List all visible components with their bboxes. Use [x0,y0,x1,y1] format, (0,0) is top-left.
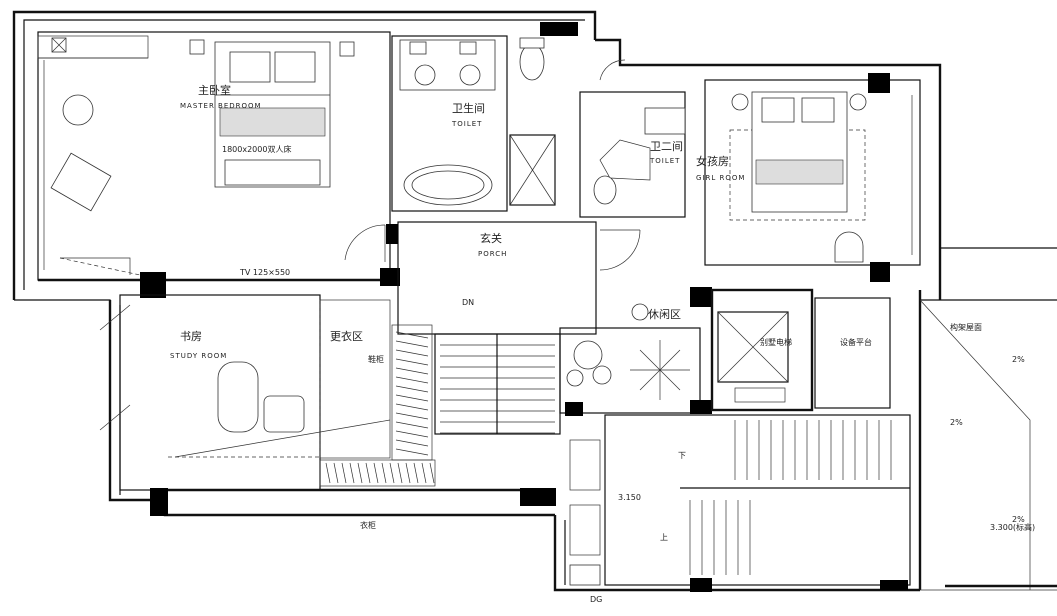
star-plant [630,340,690,400]
stair-tread [421,462,427,484]
label-roof: 构架屋面 [950,322,982,332]
wardrobe-area [174,299,436,487]
label-down: 下 [678,451,686,460]
label-up: 上 [660,533,668,542]
label-cabinet: 衣柜 [360,520,376,530]
armchair [50,152,112,212]
desk-chair [834,231,864,263]
master-bathroom [391,22,578,212]
shoe-cabinet [391,324,433,461]
label-tv: TV 125×550 [239,268,290,277]
label-elevator: 别墅电梯 [760,337,792,347]
label-shoe: 鞋柜 [368,354,384,364]
label-level-2: 3.300(标高) [990,522,1035,532]
stair-tread [389,462,395,484]
label-wardrobe: 更衣区 [330,329,363,343]
label-bath2-en: TOILET [649,157,680,165]
stair-tread [395,358,429,366]
roof-area [919,247,1057,591]
stair-tread [395,385,429,393]
stair-tread [341,462,347,484]
stair-tread [395,403,429,411]
stair-tread [395,340,429,348]
study-chair [263,395,305,433]
label-master-bed: 1800x2000双人床 [222,144,291,154]
label-bath2: 卫二间 [650,140,683,153]
master-bed [214,41,331,188]
label-master-bath-en: TOILET [451,120,482,128]
stair-tread [395,430,429,438]
shower [509,134,556,206]
stairs-center [434,333,561,435]
label-dg: DG [590,595,602,604]
porch [386,221,641,335]
label-equipment: 设备平台 [840,337,872,347]
stair-tread [413,462,419,484]
master-bedroom [37,31,400,298]
toilet-master [519,43,545,81]
label-slope-2: 2% [950,418,963,427]
label-porch-en: PORCH [478,250,507,258]
stair-tread [395,448,429,456]
stair-tread [395,367,429,375]
label-slope-3: 2% [1012,515,1025,524]
stair-tread [381,462,387,484]
bathroom-2 [579,59,686,218]
label-study-en: STUDY ROOM [170,352,227,360]
stair-tread [395,349,429,357]
leisure-area [559,287,712,414]
stair-tread [325,462,331,484]
label-girl-room: 女孩房 [696,154,729,168]
nightstand-right [339,41,355,57]
label-girl-room-en: GIRL ROOM [696,174,745,182]
stair-tread [405,462,411,484]
label-slope-1: 2% [1012,355,1025,364]
elevator [710,288,814,412]
girl-bed [751,91,848,213]
clothes-rail [319,459,436,487]
stair-tread [395,421,429,429]
stair-tread [395,412,429,420]
label-dn: DN [462,298,474,307]
study-desk [217,361,259,433]
girl-room [704,73,921,282]
equipment-platform [814,297,891,409]
stair-tread [373,462,379,484]
label-porch: 玄关 [480,231,502,245]
leisure-table [573,340,603,370]
stair-tread [395,394,429,402]
label-master-bedroom: 主卧室 [198,83,231,97]
stair-tread [395,376,429,384]
label-master-bedroom-en: MASTER BEDROOM [180,102,262,110]
room-labels: 主卧室 MASTER BEDROOM 1800x2000双人床 卫生间 TOIL… [170,83,1035,604]
stairs-lower [565,402,911,592]
label-level-1: 3.150 [618,493,641,502]
stair-tread [429,462,435,484]
stair-tread [357,462,363,484]
round-table [62,94,94,126]
stair-tread [365,462,371,484]
label-leisure: 休闲区 [648,307,681,321]
bath2-vanity [644,107,686,135]
study-room [99,294,556,516]
label-master-bath: 卫生间 [452,101,485,115]
toilet-2 [593,175,617,205]
stair-tread [395,439,429,447]
label-study: 书房 [180,330,202,343]
stair-tread [349,462,355,484]
stair-tread [397,462,403,484]
stair-tread [333,462,339,484]
nightstand-mid [189,39,205,55]
stair-tread [395,331,429,339]
